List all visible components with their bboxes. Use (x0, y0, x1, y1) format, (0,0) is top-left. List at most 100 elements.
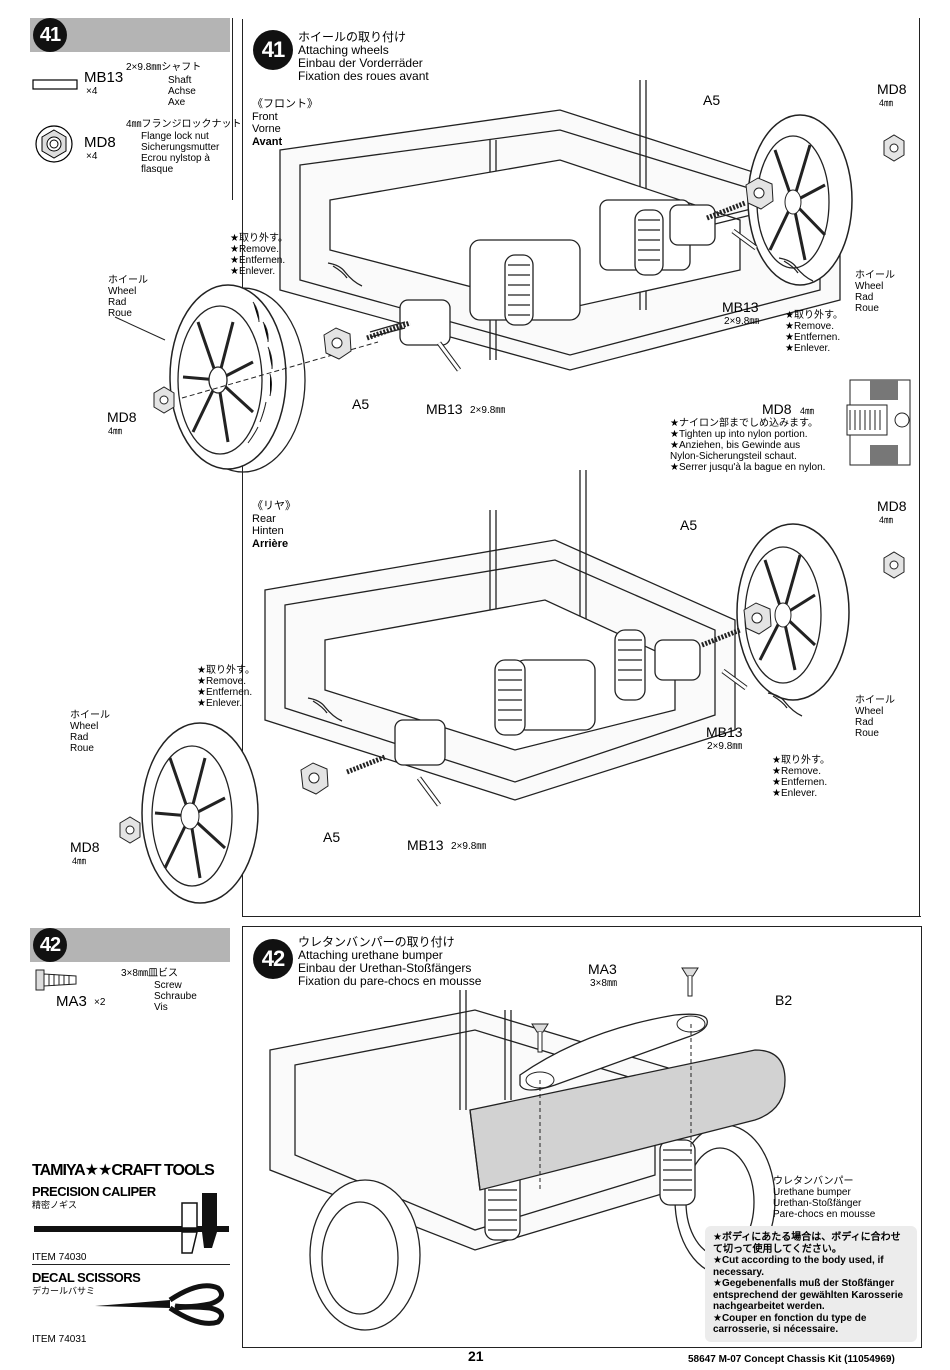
rear-right-axle-thread (701, 627, 741, 648)
ma3-screw-right (681, 967, 699, 997)
rear-left-clip-icon (307, 697, 343, 722)
front-left-remove-note: ★取り外す。 ★Remove. ★Entfernen. ★Enlever. (230, 233, 288, 277)
shaft-icon (32, 79, 78, 90)
step41-sidebar-divider (232, 18, 233, 200)
step42-title: ウレタンバンパーの取り付け Attaching urethane bumper … (298, 935, 482, 988)
rear-right-clip-icon (767, 692, 803, 717)
rear-left-mb13-size: 2×9.8㎜ (451, 841, 487, 852)
step41-main-badge: 41 (253, 30, 293, 70)
rear-right-a5-label: A5 (680, 517, 698, 533)
caliper-item-number: ITEM 74030 (32, 1252, 87, 1263)
ma3-screw-left (531, 1023, 549, 1053)
step41-top-spacer (242, 18, 920, 19)
front-left-wheel (169, 284, 287, 470)
craft-tools-brand: TAMIYA★★CRAFT TOOLS (32, 1162, 215, 1179)
front-left-wheel-leader (114, 316, 166, 341)
rear-left-remove-note: ★取り外す。 ★Remove. ★Entfernen. ★Enlever. (197, 665, 255, 709)
rear-right-wheel (736, 523, 850, 701)
rear-chassis-illustration (264, 470, 736, 801)
document-id: 58647 M-07 Concept Chassis Kit (11054969… (688, 1354, 895, 1365)
front-right-md8-label: MD8 (877, 81, 907, 97)
rear-left-mb13-pin (416, 776, 442, 807)
mb13-size: 2×9.8㎜シャフト (126, 62, 202, 73)
mb13-code: MB13 (84, 69, 124, 86)
caliper-jp: 精密ノギス (32, 1200, 78, 1210)
nylon-note-md8-size: 4㎜ (800, 406, 815, 416)
bumper-label: ウレタンバンパー Urethane bumper Urethan-Stoßfän… (773, 1176, 876, 1220)
scissors-jp: デカールバサミ (32, 1286, 96, 1296)
b2-label: B2 (775, 992, 793, 1008)
rear-left-a5-label: A5 (323, 829, 341, 845)
front-left-a5-hex (323, 327, 352, 360)
rear-left-wheel-label: ホイール Wheel Rad Roue (70, 710, 110, 754)
step42-panel-frame (242, 926, 922, 1348)
rear-left-mb13-label: MB13 (407, 837, 444, 853)
front-right-wheel (747, 114, 853, 286)
rear-right-mb13-pin (721, 668, 748, 691)
front-left-mb13-size: 2×9.8㎜ (470, 405, 506, 416)
page-number: 21 (468, 1348, 484, 1364)
bumper-chassis-illustration (269, 990, 786, 1331)
front-left-wheel-label: ホイール Wheel Rad Roue (108, 275, 148, 319)
rear-left-md8-label: MD8 (70, 839, 100, 855)
front-label: 《フロント》 Front Vorne Avant (252, 98, 318, 148)
front-right-a5-label: A5 (703, 92, 721, 108)
rear-right-md8-size: 4㎜ (879, 515, 894, 525)
mb13-qty: ×4 (86, 86, 98, 97)
caliper-title: PRECISION CALIPER (32, 1184, 156, 1199)
rear-left-wheel (141, 722, 259, 904)
scissors-item-number: ITEM 74031 (32, 1334, 87, 1345)
front-right-mb13-pin (731, 228, 758, 251)
front-left-mb13-pin (436, 341, 462, 372)
step42-number-badge: 42 (33, 928, 67, 962)
ma3-callout-label: MA3 (588, 961, 617, 977)
nylon-note-text: ★ナイロン部までしめ込みます。 ★Tighten up into nylon p… (670, 418, 826, 473)
md8-qty: ×4 (86, 151, 98, 162)
front-right-mb13-label: MB13 (722, 299, 759, 315)
rear-right-md8-nut (883, 551, 905, 579)
md8-names: Flange lock nut Sicherungsmutter Ecrou n… (141, 131, 220, 175)
rear-right-mb13-label: MB13 (706, 724, 743, 740)
scissors-title: DECAL SCISSORS (32, 1270, 141, 1285)
front-left-md8-size: 4㎜ (108, 426, 123, 436)
countersunk-screw-icon (35, 969, 77, 991)
flange-nut-icon (35, 125, 73, 163)
front-right-remove-note: ★取り外す。 ★Remove. ★Entfernen. ★Enlever. (785, 310, 843, 354)
step41-title: ホイールの取り付け Attaching wheels Einbau der Vo… (298, 30, 429, 83)
tool-divider (32, 1264, 230, 1265)
rear-left-md8-nut (119, 816, 141, 844)
ma3-qty: ×2 (94, 997, 106, 1008)
front-right-mb13-size: 2×9.8㎜ (724, 316, 760, 327)
scissors-icon (95, 1283, 225, 1326)
mb13-names: Shaft Achse Axe (168, 75, 196, 108)
rear-label: 《リヤ》 Rear Hinten Arrière (252, 500, 296, 550)
front-left-clip-icon (327, 262, 363, 287)
md8-size: 4㎜フランジロックナット (126, 119, 242, 130)
front-right-a5-hex (745, 177, 774, 210)
rear-right-wheel-label: ホイール Wheel Rad Roue (855, 695, 895, 739)
ma3-code: MA3 (56, 993, 87, 1010)
nylon-nut-detail (846, 379, 911, 466)
bumper-cut-note: ★ボディにあたる場合は、ボディに合わせ て切って使用してください。 ★Cut a… (705, 1226, 917, 1342)
step42-main-badge: 42 (253, 939, 293, 979)
front-right-wheel-label: ホイール Wheel Rad Roue (855, 270, 895, 314)
front-left-md8-nut (153, 386, 175, 414)
ma3-names: Screw Schraube Vis (154, 980, 197, 1013)
front-right-axle-thread (706, 200, 746, 221)
step41-panel-right-edge (919, 18, 920, 916)
front-right-md8-nut (883, 134, 905, 162)
front-left-axle-thread (366, 320, 411, 341)
front-left-md8-label: MD8 (107, 409, 137, 425)
step41-panel-frame (242, 18, 921, 917)
ma3-size: 3×8㎜皿ビス (121, 968, 178, 979)
rear-right-mb13-size: 2×9.8㎜ (707, 741, 743, 752)
rear-left-axle-thread (346, 754, 386, 775)
caliper-icon (34, 1193, 229, 1254)
rear-left-a5-hex (300, 762, 329, 795)
rear-right-md8-label: MD8 (877, 498, 907, 514)
nylon-note-md8-label: MD8 (762, 401, 792, 417)
rear-right-a5-hex (743, 602, 772, 635)
front-right-md8-size: 4㎜ (879, 98, 894, 108)
front-right-clip-icon (778, 257, 814, 282)
front-chassis-illustration (180, 80, 841, 473)
